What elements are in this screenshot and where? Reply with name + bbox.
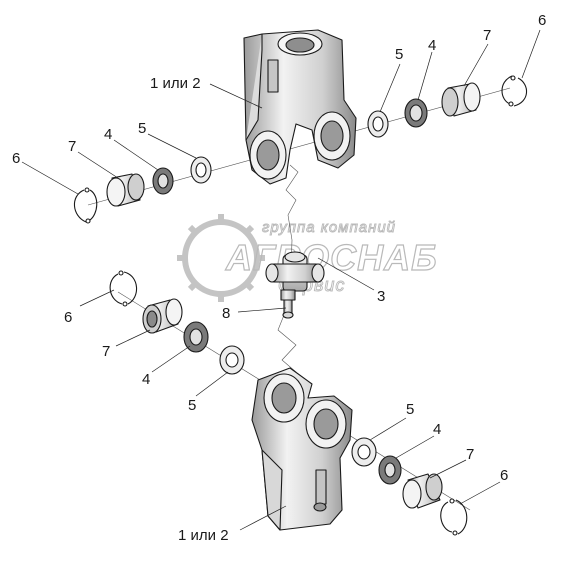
label-bearing-bottom-right: 4 [433,421,441,438]
label-circlip-top-left: 6 [12,150,20,167]
seal-middle-left [219,345,245,375]
seal-top-left [190,156,212,184]
seal-top-right [367,110,389,138]
bottom-right-parts [351,437,468,536]
label-grease-nipple: 8 [222,305,230,322]
label-seal-top-left: 5 [138,120,146,137]
middle-left-parts [109,270,245,375]
label-circlip-bottom-right: 6 [500,467,508,484]
bottom-yoke [251,367,353,531]
label-yoke-top: 1 или 2 [150,75,201,92]
label-seal-top-right: 5 [395,46,403,63]
label-seal-middle-left: 5 [188,397,196,414]
circlip-top-left [73,187,98,224]
label-bearing-middle-left: 4 [142,371,150,388]
bearing-middle-left [183,321,209,353]
leader-lines [21,29,541,531]
watermark-line-2: АГРОСНАБ [225,237,438,278]
top-left-parts [73,156,212,224]
label-needle-cup-middle-left: 7 [102,343,110,360]
needle-cup-top-left [106,173,145,207]
top-yoke [243,29,357,185]
cross-spider [265,251,325,292]
watermark-gear-logo [177,214,265,302]
top-right-parts [367,75,528,138]
label-needle-cup-top-left: 7 [68,138,76,155]
callout-labels: 1 или 2 5 4 7 6 6 7 4 5 3 8 6 7 4 5 5 4 … [12,12,546,544]
bearing-top-left [152,167,174,195]
label-needle-cup-top-right: 7 [483,27,491,44]
label-bearing-top-left: 4 [104,126,112,143]
circlip-middle-left [109,270,138,307]
label-yoke-bottom: 1 или 2 [178,527,229,544]
circlip-bottom-right [440,498,468,536]
label-bearing-top-right: 4 [428,37,436,54]
bearing-top-right [404,98,428,128]
grease-nipple [280,289,296,319]
needle-cup-top-right [441,82,481,117]
label-cross: 3 [377,288,385,305]
label-seal-bottom-right: 5 [406,401,414,418]
label-needle-cup-bottom-right: 7 [466,446,474,463]
needle-cup-middle-left [142,298,183,334]
circlip-top-right [501,75,528,107]
label-circlip-top-right: 6 [538,12,546,29]
needle-cup-bottom-right [402,473,443,509]
watermark-line-1: группа компаний [262,219,396,236]
label-circlip-middle-left: 6 [64,309,72,326]
bearing-bottom-right [378,455,402,485]
seal-bottom-right [351,437,377,467]
